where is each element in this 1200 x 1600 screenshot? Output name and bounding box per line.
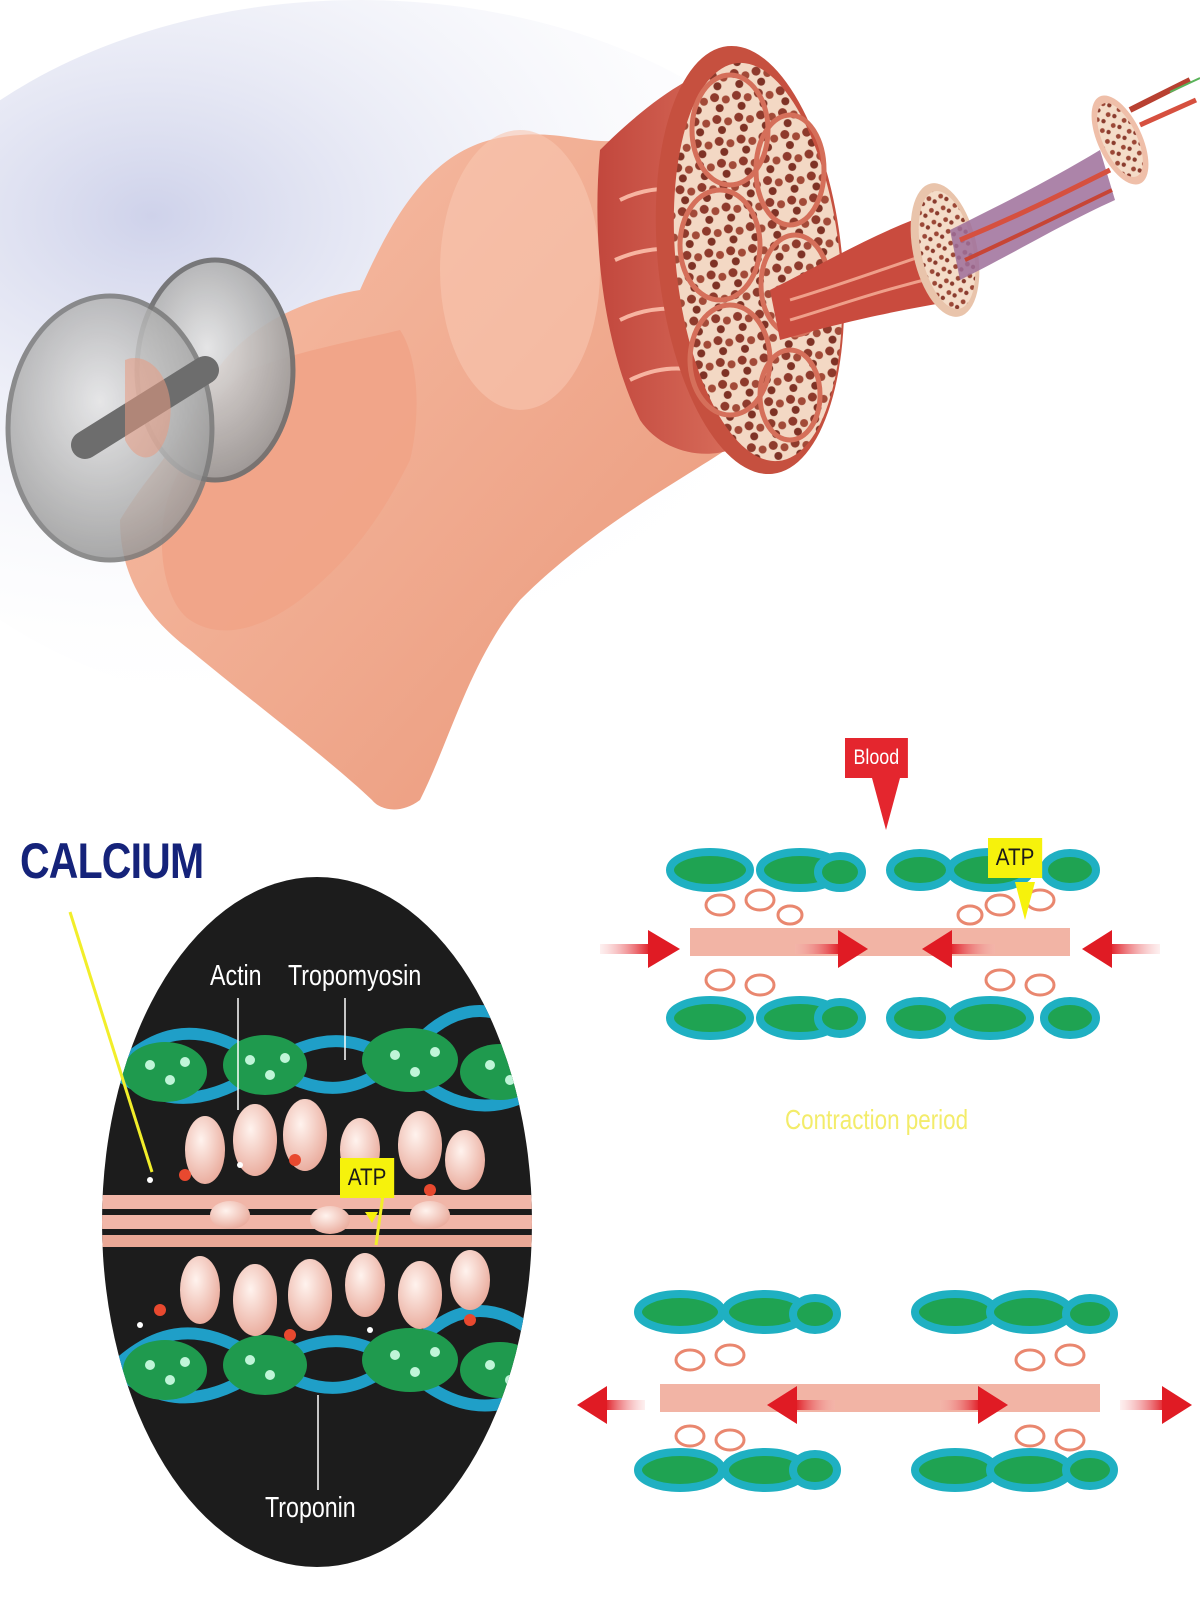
arrow-right-icon <box>940 1386 1192 1424</box>
myosin-bundle <box>690 888 1070 997</box>
contraction-diagram <box>600 778 1160 1040</box>
dumbbell-icon <box>5 257 296 563</box>
arrow-left-icon <box>577 1386 835 1424</box>
relaxation-diagram <box>577 1290 1192 1492</box>
arrow-left-icon <box>922 930 1160 968</box>
arrow-right-icon <box>600 930 868 968</box>
atp-tag-circle: ATP <box>340 1158 395 1198</box>
sarcomere-detail-circle <box>102 877 532 1567</box>
myosin-filament <box>102 1099 532 1336</box>
contraction-period-caption: Contraction period <box>785 1104 969 1135</box>
arm-illustration <box>120 45 1200 810</box>
lower-actin-row <box>666 996 1100 1040</box>
blood-tag: Blood <box>845 738 908 778</box>
muscle-cross-section <box>655 45 845 475</box>
calcium-label: CALCIUM <box>20 833 204 889</box>
tropomyosin-label: Tropomyosin <box>288 960 422 992</box>
calcium-callout-line <box>68 911 154 1173</box>
troponin-label: Troponin <box>265 1492 356 1524</box>
actin-label: Actin <box>210 960 262 992</box>
atp-tag-right: ATP <box>988 838 1043 878</box>
